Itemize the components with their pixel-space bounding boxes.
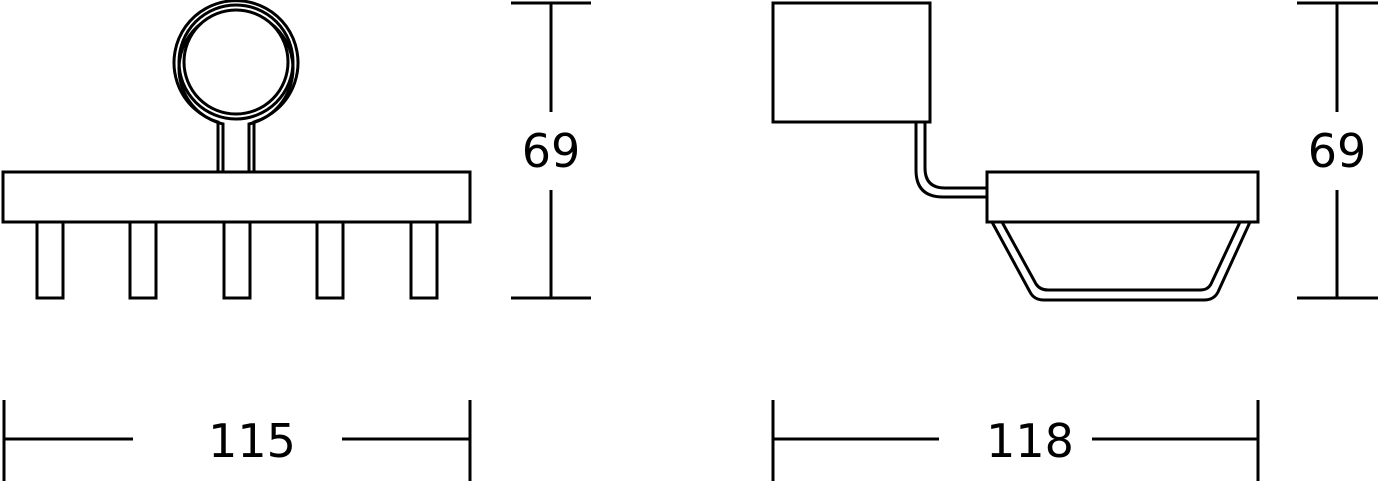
front-width-label: 115: [208, 414, 296, 468]
side-tray-bar: [985, 170, 1260, 224]
side-wire-basket: [990, 221, 1252, 302]
front-view: 69 115: [1, 0, 591, 481]
front-hanging-ring: [172, 0, 300, 172]
front-width-dimension: 115: [2, 400, 472, 481]
side-height-label: 69: [1308, 124, 1367, 178]
side-width-dimension: 118: [771, 400, 1260, 481]
front-hooks: [35, 220, 439, 300]
front-hook: [315, 220, 345, 300]
side-height-dimension: 69: [1297, 1, 1378, 300]
side-connecting-rod: [914, 122, 987, 199]
front-hook: [128, 220, 158, 300]
front-hook: [409, 220, 439, 300]
front-height-dimension: 69: [511, 1, 591, 300]
side-view: 69 118: [771, 1, 1378, 481]
front-hook: [35, 220, 65, 300]
side-width-label: 118: [986, 414, 1074, 468]
side-wall-mount: [771, 1, 932, 124]
front-height-label: 69: [522, 124, 581, 178]
front-hook: [222, 220, 252, 300]
front-bar: [1, 170, 472, 224]
